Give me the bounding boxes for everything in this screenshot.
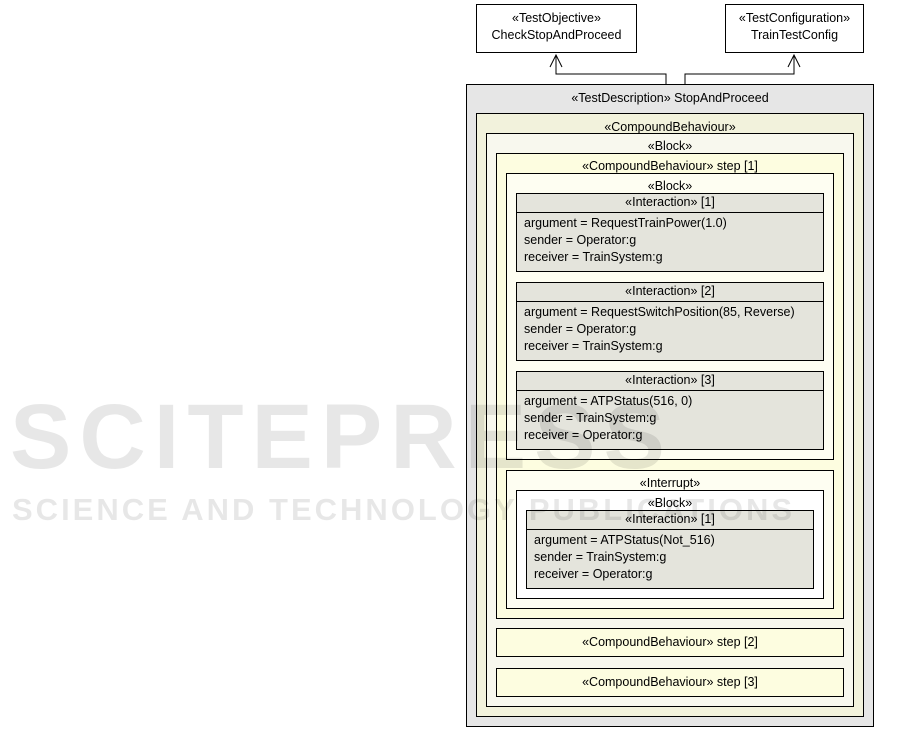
outer-block-title: «Block»	[647, 139, 693, 153]
interrupt-title: «Interrupt»	[639, 476, 701, 490]
step-3-title: «CompoundBehaviour» step [3]	[582, 675, 758, 689]
interaction-receiver: receiver = Operator:g	[534, 567, 653, 581]
arrow-to-configuration	[684, 55, 795, 84]
interaction-receiver: receiver = TrainSystem:g	[524, 250, 663, 264]
step-2[interactable]: «CompoundBehaviour» step [2]	[496, 628, 844, 657]
test-objective-box[interactable]: «TestObjective» CheckStopAndProceed	[476, 4, 637, 53]
interaction-title: «Interaction» [3]	[517, 372, 823, 391]
interaction-sender: sender = TrainSystem:g	[534, 550, 667, 564]
interaction-argument: argument = ATPStatus(Not_516)	[534, 533, 715, 547]
objective-stereotype: «TestObjective»	[512, 11, 601, 25]
configuration-stereotype: «TestConfiguration»	[738, 11, 851, 25]
step-1-title: «CompoundBehaviour» step [1]	[582, 159, 758, 173]
step-1-block-title: «Block»	[647, 179, 693, 193]
interrupt-block-title: «Block»	[647, 496, 693, 510]
interaction-argument: argument = RequestTrainPower(1.0)	[524, 216, 727, 230]
interaction-receiver: receiver = Operator:g	[524, 428, 643, 442]
objective-name: CheckStopAndProceed	[491, 28, 622, 42]
interaction-sender: sender = TrainSystem:g	[524, 411, 657, 425]
test-configuration-box[interactable]: «TestConfiguration» TrainTestConfig	[725, 4, 864, 53]
interaction-3[interactable]: «Interaction» [3] argument = ATPStatus(5…	[516, 371, 824, 450]
configuration-name: TrainTestConfig	[750, 28, 839, 42]
interaction-title: «Interaction» [1]	[527, 511, 813, 530]
dependency-arrows	[549, 53, 801, 84]
interaction-1[interactable]: «Interaction» [1] argument = RequestTrai…	[516, 193, 824, 272]
step-3[interactable]: «CompoundBehaviour» step [3]	[496, 668, 844, 697]
interaction-title: «Interaction» [1]	[517, 194, 823, 213]
arrowhead-configuration	[787, 53, 801, 68]
interaction-argument: argument = ATPStatus(516, 0)	[524, 394, 693, 408]
test-description-title: «TestDescription» StopAndProceed	[571, 91, 769, 105]
arrowhead-objective	[549, 53, 563, 68]
interaction-receiver: receiver = TrainSystem:g	[524, 339, 663, 353]
arrow-to-objective	[555, 55, 667, 84]
step-2-title: «CompoundBehaviour» step [2]	[582, 635, 758, 649]
compound-behaviour-title: «CompoundBehaviour»	[604, 120, 736, 134]
interaction-argument: argument = RequestSwitchPosition(85, Rev…	[524, 305, 795, 319]
interaction-2[interactable]: «Interaction» [2] argument = RequestSwit…	[516, 282, 824, 361]
interrupt-interaction-1[interactable]: «Interaction» [1] argument = ATPStatus(N…	[526, 510, 814, 589]
interaction-title: «Interaction» [2]	[517, 283, 823, 302]
interaction-sender: sender = Operator:g	[524, 322, 637, 336]
interaction-sender: sender = Operator:g	[524, 233, 637, 247]
